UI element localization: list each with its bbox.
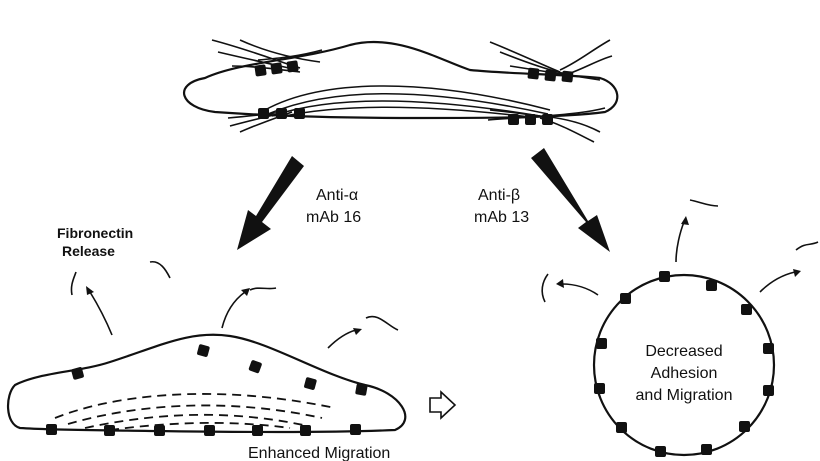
fibronectin-fragment <box>542 274 548 302</box>
integrin-square <box>355 383 368 396</box>
anti-beta-mab-label: mAb 13 <box>474 209 529 226</box>
integrin-square <box>561 71 573 83</box>
integrin-square <box>525 114 536 125</box>
release-arrow <box>328 330 356 348</box>
left-fibronectin-release <box>71 262 398 348</box>
integrin-square <box>616 422 627 433</box>
integrin-square <box>542 114 553 125</box>
integrin-square <box>254 64 266 76</box>
integrin-square <box>300 425 311 436</box>
arrow-to-left-cell <box>237 156 304 250</box>
release-arrowhead <box>86 286 94 295</box>
integrin-square <box>527 68 539 80</box>
anti-alpha-label: Anti-α <box>316 187 358 204</box>
integrin-square <box>763 343 774 354</box>
anti-alpha-mab-label: mAb 16 <box>306 209 361 226</box>
decreased-label: Decreased <box>645 343 722 360</box>
integrin-square <box>741 304 752 315</box>
integrin-square <box>508 114 519 125</box>
top-cell-integrin-receptors <box>254 60 573 125</box>
integrin-square <box>197 344 210 357</box>
integrin-square <box>276 108 287 119</box>
integrin-square <box>304 377 317 390</box>
fibronectin-fragment <box>71 272 76 295</box>
fibronectin-fragment <box>250 288 276 290</box>
release-label: Release <box>62 243 115 259</box>
integrin-square <box>739 421 750 432</box>
right-cell-integrin-receptors <box>594 271 774 457</box>
anti-beta-label: Anti-β <box>478 187 520 204</box>
integrin-square <box>596 338 607 349</box>
release-arrow <box>562 284 598 295</box>
integrin-square <box>286 60 298 72</box>
integrin-square <box>294 108 305 119</box>
adhesion-label: Adhesion <box>651 365 718 382</box>
top-cell-extracellular-fibers <box>212 40 612 142</box>
release-arrowhead <box>681 216 689 225</box>
integrin-square <box>104 425 115 436</box>
release-arrow <box>676 222 684 262</box>
left-cell-dashed-fibers <box>55 394 335 430</box>
integrin-square <box>706 280 717 291</box>
fibronectin-fragment <box>690 200 718 206</box>
release-arrow <box>90 292 112 335</box>
integrin-square <box>258 108 269 119</box>
integrin-square <box>763 385 774 396</box>
arrow-to-right-cell <box>531 148 610 252</box>
integrin-square <box>350 424 361 435</box>
integrin-square <box>204 425 215 436</box>
release-arrowhead <box>353 328 362 335</box>
migration-direction-arrow <box>430 392 455 418</box>
integrin-square <box>248 360 262 374</box>
and-migration-label: and Migration <box>636 387 733 404</box>
integrin-square <box>594 383 605 394</box>
release-arrowhead <box>556 279 564 288</box>
integrin-square <box>659 271 670 282</box>
integrin-square <box>701 444 712 455</box>
integrin-square <box>252 425 263 436</box>
release-arrow <box>760 272 795 292</box>
integrin-square <box>270 62 282 74</box>
fibronectin-fragment <box>150 262 170 278</box>
fibronectin-fragment <box>796 242 818 250</box>
fibronectin-label: Fibronectin <box>57 225 133 241</box>
release-arrow <box>222 292 245 328</box>
integrin-square <box>46 424 57 435</box>
release-arrowhead <box>793 269 801 277</box>
integrin-square <box>544 70 556 82</box>
integrin-square <box>655 446 666 457</box>
integrin-square <box>154 425 165 436</box>
integrin-square <box>620 293 631 304</box>
fibronectin-fragment <box>366 317 398 330</box>
enhanced-migration-label: Enhanced Migration <box>248 445 390 461</box>
